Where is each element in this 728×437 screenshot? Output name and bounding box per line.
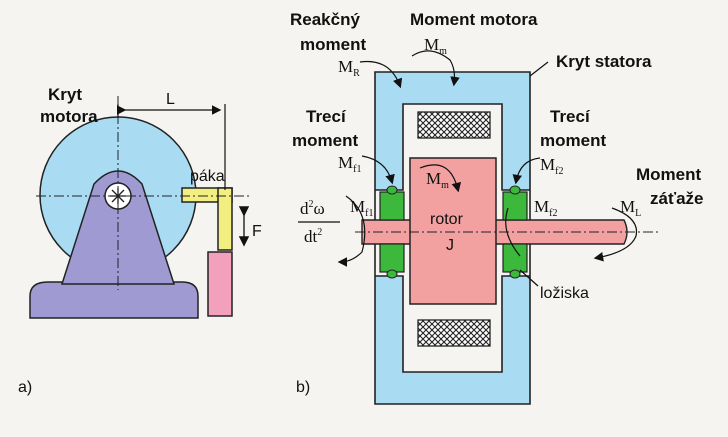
rotor-moment-arrow [419,164,462,193]
panel-a-caption: a) [18,379,32,396]
friction-right-torque-arrow [505,207,521,257]
stator-label: Kryt statora [556,52,652,71]
rotor-moment-symbol: Mm [426,169,449,191]
load-symbol: ML [620,197,641,219]
inertia-label: J [446,237,454,254]
friction-left-symbol: Mf1 [338,153,361,175]
bearing-right-symbol: Mf2 [534,197,557,219]
winding-bottom [417,319,491,347]
friction-left-line1: Trecí [306,107,347,126]
friction-right-line1: Trecí [550,107,591,126]
motor-base [29,281,199,319]
friction-right-line2: moment [540,131,606,150]
reaction-moment-arrow [359,60,403,89]
stator-housing [374,71,531,405]
load-moment-line1: Moment [636,165,702,184]
angular-acceleration-formula: d2ω dt2 [298,199,340,246]
bearing-left-symbol: Mf1 [350,197,373,219]
panel-b-caption: b) [296,379,310,396]
motor-moment-label: Moment motora [410,10,538,29]
reaction-moment-line1: Reakčný [290,10,360,29]
svg-text:dt2: dt2 [304,227,322,246]
panel-a: Kryt motora L páka F a) [18,85,262,396]
housing-label-line1: Kryt [48,85,82,104]
friction-right-symbol: Mf2 [540,155,563,177]
svg-text:d2ω: d2ω [300,199,325,218]
rotor [409,157,497,305]
reaction-symbol: MR [338,57,360,79]
weight-block [207,251,233,317]
load-moment-line2: záťaže [650,189,704,208]
motor-moment-arrow [411,50,460,87]
bearing-left [379,185,405,279]
lever-vertical [217,187,233,251]
panel-b: Reakčný moment MR Moment motora Mm Kryt … [290,10,704,405]
stator-leader [529,61,549,77]
bearings-label: ložiska [540,285,589,302]
lever-arm-label: L [166,91,175,108]
housing-label-line2: motora [40,107,98,126]
motor-symbol: Mm [424,35,447,57]
accel-arrow [337,195,366,267]
load-moment-arrow [593,207,638,262]
rotor-label: rotor [430,211,464,228]
reaction-moment-line2: moment [300,35,366,54]
friction-left-arrow [361,155,395,185]
friction-left-line2: moment [292,131,358,150]
lever-label: páka [190,168,225,185]
bearings-leader [519,269,539,287]
force-label: F [252,223,262,240]
winding-top [417,111,491,139]
friction-right-arrow [512,157,541,185]
